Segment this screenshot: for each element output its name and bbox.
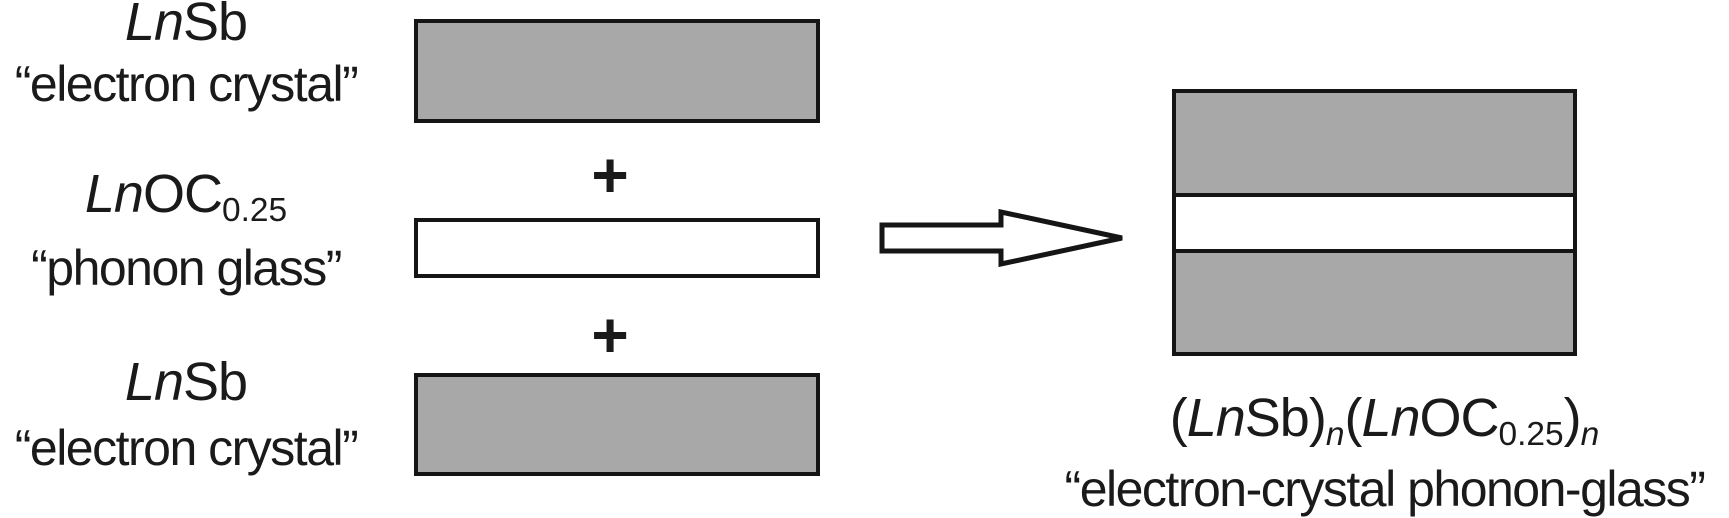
formula-part: n xyxy=(1325,416,1345,454)
formula-part: Ln xyxy=(1186,388,1246,448)
layer-bar-lnoc xyxy=(414,218,820,278)
plus-icon: + xyxy=(591,299,629,371)
product-caption: “electron-crystal phonon-glass” xyxy=(1064,461,1706,517)
formula-italic-ln: Ln xyxy=(124,0,184,52)
stack-layer-gray-top xyxy=(1176,93,1573,193)
formula-part: n xyxy=(1580,416,1600,454)
formula-part: ( xyxy=(1344,388,1362,448)
product-formula: (LnSb)n(LnOC0.25)n xyxy=(1037,388,1729,453)
plus-icon: + xyxy=(591,139,629,211)
formula-part: OC xyxy=(1419,388,1500,448)
reactant-caption-phonon-glass: “phonon glass” xyxy=(31,240,342,296)
formula-part: ) xyxy=(1563,388,1582,448)
right-arrow-icon xyxy=(879,208,1125,268)
stack-layer-white-middle xyxy=(1176,193,1573,253)
formula-part: 0.25 xyxy=(1498,416,1564,454)
formula-part: Ln xyxy=(1361,388,1420,448)
formula-subscript: 0.25 xyxy=(221,192,288,230)
formula-roman-oc: OC xyxy=(142,164,223,224)
reactant-formula-lnsb-bottom: LnSb xyxy=(0,354,372,411)
formula-italic-ln: Ln xyxy=(124,352,184,412)
formula-roman-sb: Sb xyxy=(183,352,248,412)
formula-part: ) xyxy=(1308,388,1327,448)
formula-part: ( xyxy=(1169,388,1188,448)
reactant-caption-electron-crystal-top: “electron crystal” xyxy=(14,56,359,112)
formula-part: Sb xyxy=(1244,388,1310,448)
layer-bar-lnsb-top xyxy=(414,19,820,123)
superlattice-stack xyxy=(1172,89,1577,356)
layer-bar-lnsb-bottom xyxy=(414,373,820,476)
reactant-formula-lnoc: LnOC0.25 xyxy=(0,164,372,229)
reactant-formula-lnsb-top: LnSb xyxy=(0,0,372,51)
stack-layer-gray-bottom xyxy=(1176,253,1573,352)
formula-italic-ln: Ln xyxy=(84,164,144,224)
reactant-caption-electron-crystal-bottom: “electron crystal” xyxy=(14,420,359,476)
formula-roman-sb: Sb xyxy=(183,0,248,52)
